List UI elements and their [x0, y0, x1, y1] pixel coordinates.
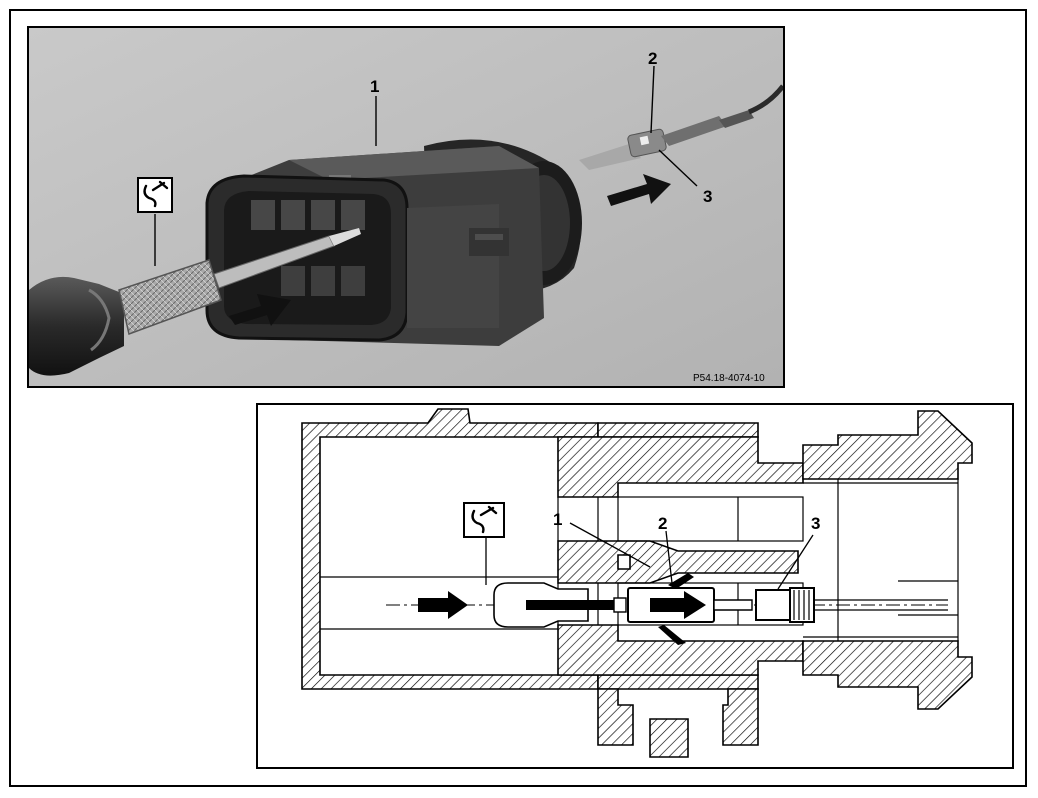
- release-tool: [493, 582, 627, 628]
- insert-arrow: [229, 294, 291, 326]
- photo-callout-1: 1: [370, 77, 379, 96]
- photo-callout-2: 2: [648, 49, 657, 68]
- section-callout-2: 2: [658, 514, 667, 533]
- cross-section-diagram: 1 2 3: [301, 408, 973, 758]
- photo-panel: 1 2 3 P54.18-4074-10: [27, 26, 785, 388]
- cross-section-panel: 1 2 3: [256, 403, 1014, 769]
- photo-id: P54.18-4074-10: [693, 373, 765, 384]
- section-callout-1: 1: [553, 510, 562, 529]
- photo-callout-3: 3: [703, 187, 712, 206]
- housing-section: [301, 408, 973, 758]
- push-arrow: [607, 174, 671, 206]
- insert-arrow: [418, 591, 468, 619]
- special-tool-icon: [463, 502, 505, 538]
- wire-seal: [755, 587, 948, 623]
- wire: [748, 84, 783, 115]
- push-arrow: [650, 591, 706, 619]
- section-callout-3: 3: [811, 514, 820, 533]
- special-tool-icon: [137, 177, 173, 213]
- connector-photo: 1 2 3 P54.18-4074-10: [29, 28, 783, 386]
- tool-ferrule: [118, 259, 222, 335]
